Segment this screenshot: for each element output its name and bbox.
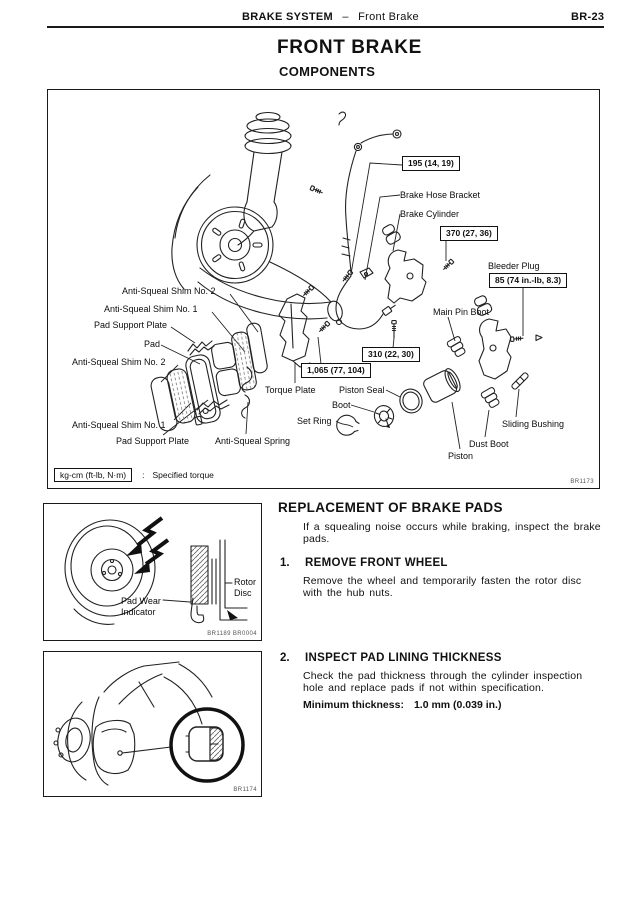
header-rule xyxy=(47,26,604,28)
step1-body: Remove the wheel and temporarily fasten … xyxy=(303,575,582,599)
torque-legend-units: kg-cm (ft-lb, N·m) xyxy=(54,468,133,482)
label-bleeder-plug: Bleeder Plug xyxy=(488,261,540,271)
figure-code-br1189: BR1189 BR0004 xyxy=(207,631,257,637)
label-rotor-disc: Rotor Disc xyxy=(234,577,257,598)
minimum-thickness-spec: Minimum thickness: 1.0 mm (0.039 in.) xyxy=(303,699,501,711)
components-subtitle: COMPONENTS xyxy=(279,64,376,79)
label-dust-boot: Dust Boot xyxy=(469,439,509,449)
header-subsection: Front Brake xyxy=(358,11,419,23)
torque-legend-text: Specified torque xyxy=(152,470,214,480)
label-anti-squeal-shim-2-left: Anti-Squeal Shim No. 2 xyxy=(72,357,166,367)
torque-label-195: 195 (14, 19) xyxy=(402,156,460,171)
step2-title: INSPECT PAD LINING THICKNESS xyxy=(305,652,502,664)
page-header: BRAKE SYSTEM – Front Brake xyxy=(242,11,419,23)
label-anti-squeal-spring: Anti-Squeal Spring xyxy=(215,436,291,446)
label-piston-seal: Piston Seal xyxy=(339,385,385,395)
header-separator: – xyxy=(342,11,349,23)
step2-number: 2. xyxy=(280,652,290,664)
label-brake-cylinder: Brake Cylinder xyxy=(400,209,460,219)
torque-legend: kg-cm (ft-lb, N·m) : Specified torque xyxy=(54,468,214,482)
components-diagram-artwork xyxy=(150,111,543,450)
header-section: BRAKE SYSTEM xyxy=(242,11,333,23)
label-sliding-bushing: Sliding Bushing xyxy=(502,419,565,429)
label-pad-wear-indicator: Pad Wear Indicator xyxy=(121,596,161,617)
label-set-ring: Set Ring xyxy=(297,416,332,426)
step1-number: 1. xyxy=(280,557,290,569)
label-pad-support-plate-lower: Pad Support Plate xyxy=(116,436,190,446)
label-pad: Pad xyxy=(144,339,161,349)
label-anti-squeal-shim-1-upper: Anti-Squeal Shim No. 1 xyxy=(104,304,198,314)
torque-label-1065: 1,065 (77, 104) xyxy=(301,363,371,378)
label-piston: Piston xyxy=(448,451,474,461)
label-brake-hose-bracket: Brake Hose Bracket xyxy=(400,190,481,200)
label-anti-squeal-shim-2-upper: Anti-Squeal Shim No. 2 xyxy=(122,286,216,296)
spec-value: 1.0 mm (0.039 in.) xyxy=(413,699,502,711)
label-torque-plate: Torque Plate xyxy=(265,385,316,395)
inspection-artwork xyxy=(53,661,245,786)
page-title: FRONT BRAKE xyxy=(277,37,422,58)
label-pad-support-plate-upper: Pad Support Plate xyxy=(94,320,168,330)
torque-label-310: 310 (22, 30) xyxy=(362,347,420,362)
torque-legend-separator: : xyxy=(142,470,145,480)
step1-title: REMOVE FRONT WHEEL xyxy=(305,557,448,569)
figure-code-br1174: BR1174 xyxy=(233,787,257,793)
label-main-pin-boot: Main Pin Boot xyxy=(433,307,490,317)
replacement-intro: If a squealing noise occurs while brakin… xyxy=(303,521,601,545)
spec-label: Minimum thickness: xyxy=(303,699,404,711)
pad-wear-figure: Pad Wear Indicator Rotor Disc BR1189 BR0… xyxy=(43,503,262,641)
components-figure: 195 (14, 19) Brake Hose Bracket Brake Cy… xyxy=(47,89,600,489)
torque-label-370: 370 (27, 36) xyxy=(440,226,498,241)
replacement-heading: REPLACEMENT OF BRAKE PADS xyxy=(278,500,503,515)
torque-label-85: 85 (74 in.-lb, 8.3) xyxy=(489,273,568,288)
figure-code-br1173: BR1173 xyxy=(570,479,594,485)
pad-wear-artwork xyxy=(64,516,248,625)
step2-body: Check the pad thickness through the cyli… xyxy=(303,670,583,694)
inspection-figure: BR1174 xyxy=(43,651,262,797)
label-boot: Boot xyxy=(332,400,351,410)
label-anti-squeal-shim-1-lower: Anti-Squeal Shim No. 1 xyxy=(72,420,166,430)
page-number: BR-23 xyxy=(571,11,605,23)
